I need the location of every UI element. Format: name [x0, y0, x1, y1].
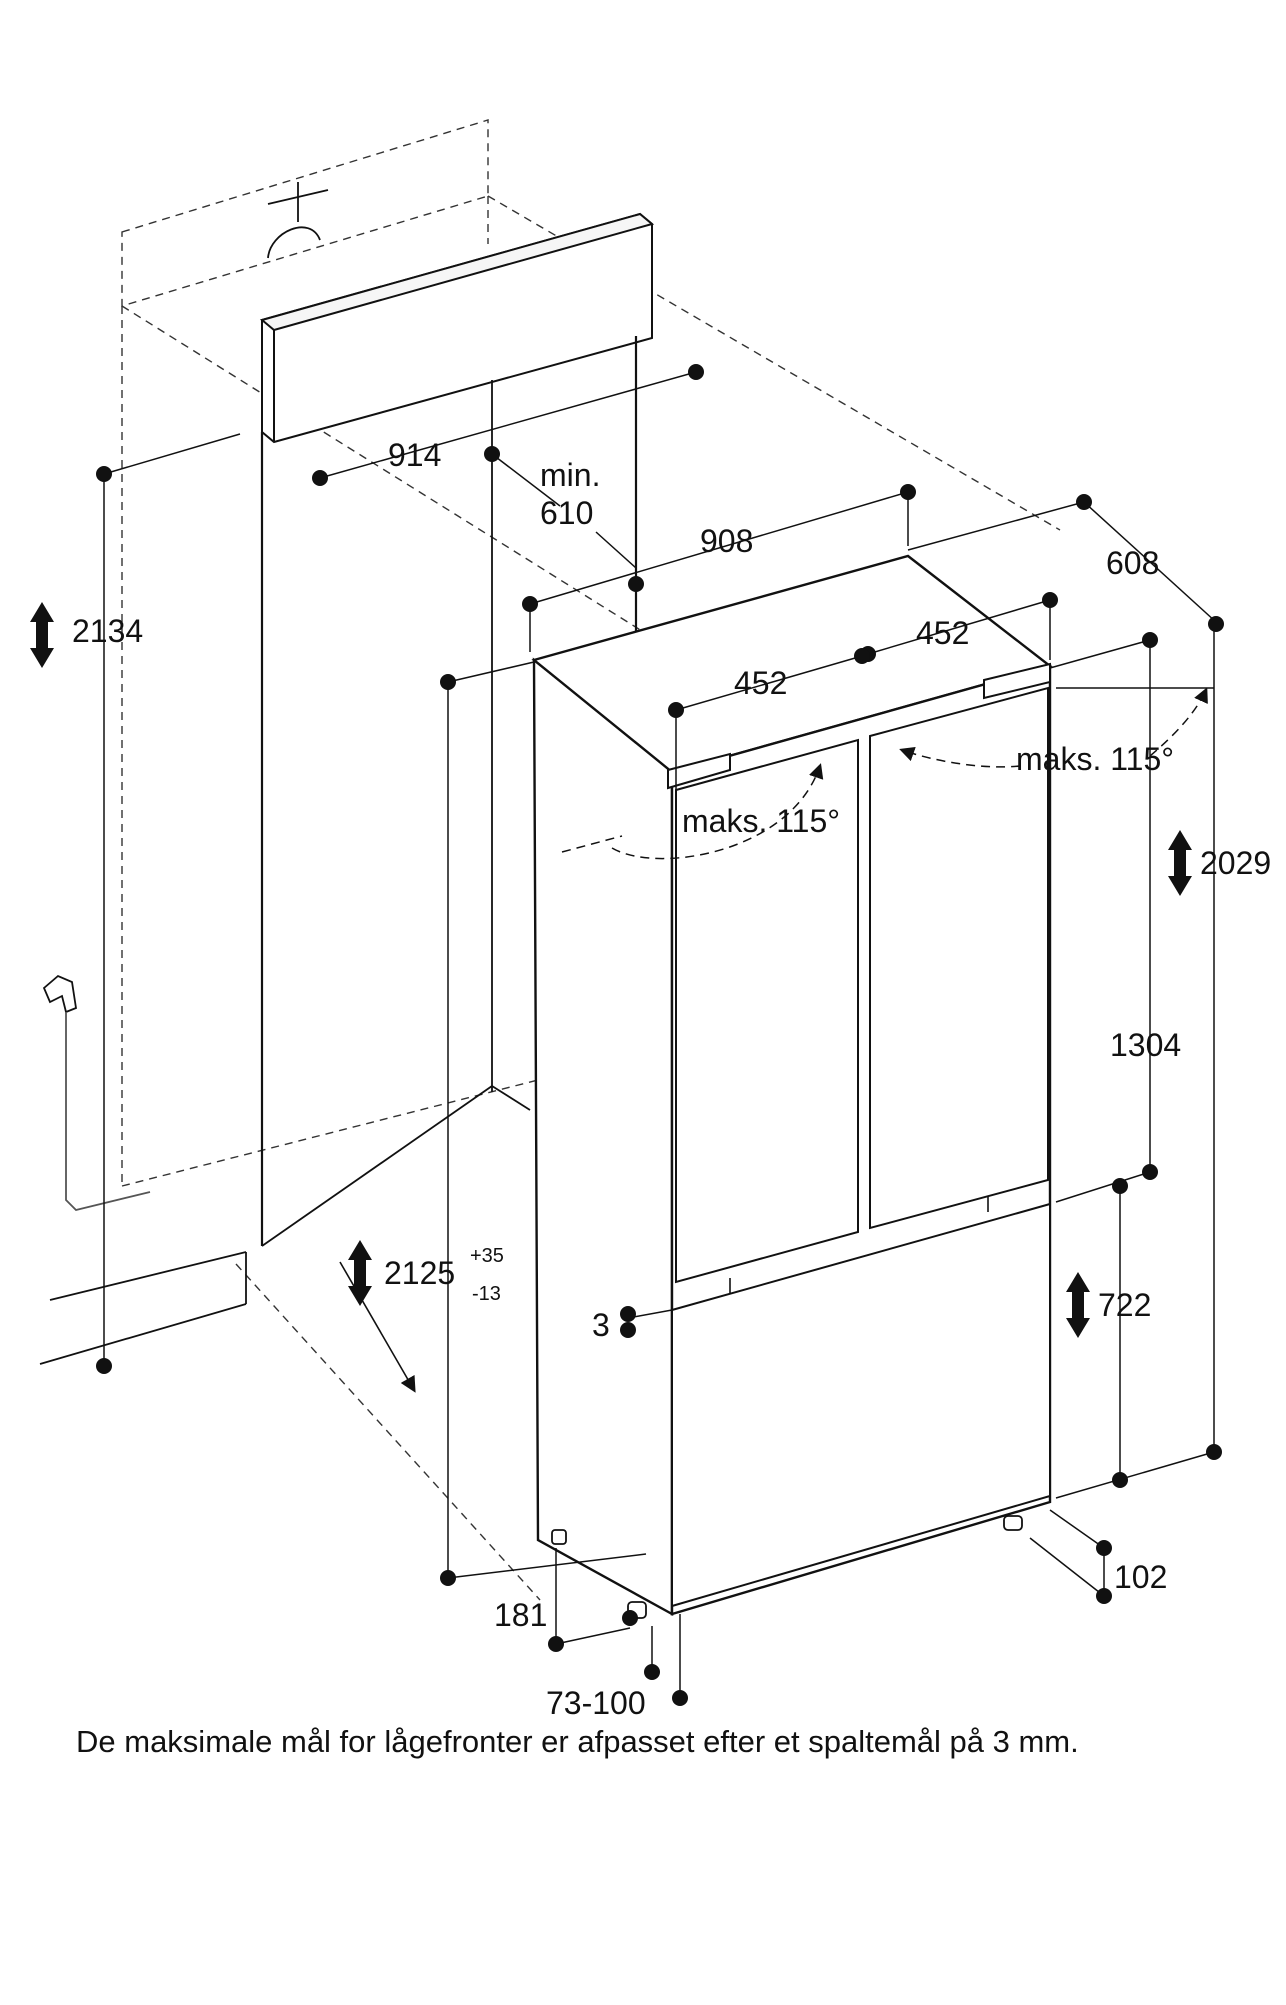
upper-door-right	[869, 686, 1049, 1230]
drawer-handle-marks	[729, 1196, 989, 1294]
label-min-depth-prefix: min.	[540, 457, 600, 493]
floor-plinth	[39, 1085, 531, 1365]
water-tap-icon	[42, 974, 151, 1211]
label-gap: 3	[592, 1307, 610, 1343]
label-door-width-right: 452	[916, 615, 969, 651]
dimension-lines	[103, 371, 1217, 1698]
feet	[551, 1515, 1023, 1619]
label-door-width-left: 452	[734, 665, 787, 701]
height-arrows	[30, 602, 1192, 1338]
label-niche-width: 914	[388, 437, 441, 473]
door-handles	[667, 662, 1051, 790]
label-foot-height: 102	[1114, 1559, 1167, 1595]
label-upper-door-height: 1304	[1110, 1027, 1181, 1063]
label-opening-angle-right: maks. 115°	[1016, 741, 1174, 777]
depth-arrow	[339, 1261, 416, 1393]
door-swing-arcs	[561, 687, 1208, 860]
label-opening-angle-left: maks. 115°	[682, 803, 840, 839]
label-plinth-height: 73-100	[546, 1685, 646, 1721]
label-min-depth-value: 610	[540, 495, 593, 531]
label-niche-height-tol-plus: +35	[470, 1245, 504, 1267]
upper-door-left	[675, 738, 859, 1284]
label-niche-height-tol-minus: -13	[472, 1283, 501, 1305]
ceiling-outlet-icon	[267, 182, 329, 259]
label-opening-height: 2134	[72, 613, 143, 649]
dimension-endpoints	[96, 364, 1224, 1706]
top-panel	[259, 212, 655, 444]
label-lower-door-height: 722	[1098, 1287, 1151, 1323]
label-depth: 608	[1106, 545, 1159, 581]
label-height: 2029	[1200, 845, 1271, 881]
caption: De maksimale mål for lågefronter er afpa…	[76, 1724, 1079, 1759]
freezer-drawer	[671, 1202, 1051, 1608]
label-plinth-depth: 181	[494, 1597, 547, 1633]
niche-outline	[121, 119, 1061, 1601]
label-niche-height: 2125	[384, 1255, 455, 1291]
label-width: 908	[700, 523, 753, 559]
